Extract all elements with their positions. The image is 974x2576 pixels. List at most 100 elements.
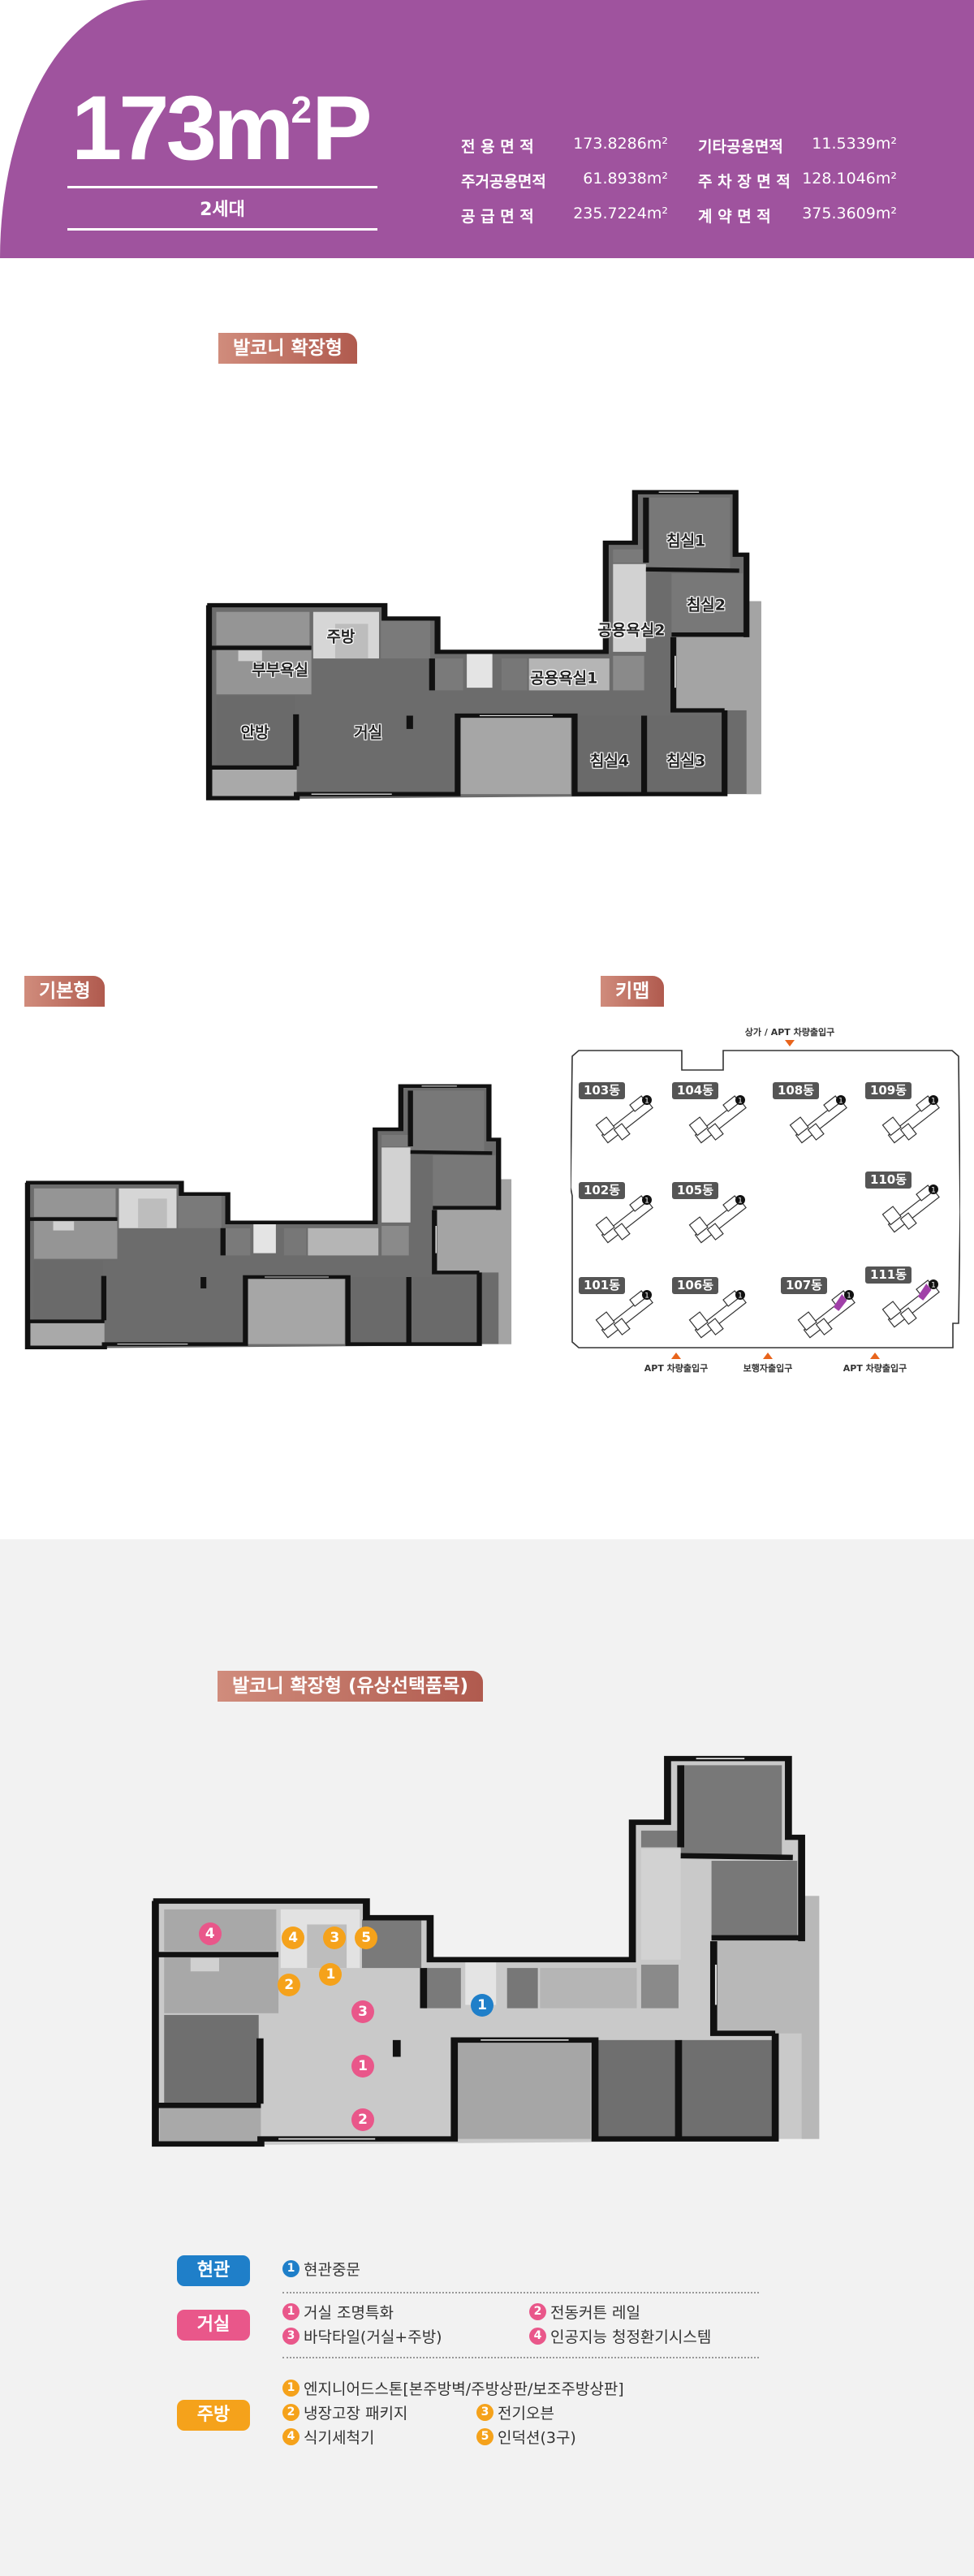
room-label: 침실4 xyxy=(589,752,630,770)
section-label-options: 발코니 확장형 (유상선택품목) xyxy=(218,1671,483,1702)
building-110동-icon: 1 xyxy=(875,1178,948,1239)
legend-item-text: 거실 조명특화 xyxy=(304,2304,394,2322)
room-label: 침실1 xyxy=(666,532,706,550)
building-badge[interactable]: 106동 xyxy=(672,1277,718,1294)
legend-category-living: 거실 xyxy=(177,2310,250,2341)
legend-item-text: 인공지능 청정환기시스템 xyxy=(550,2328,712,2346)
option-marker-kitchen: 5 xyxy=(355,1926,378,1949)
spec-label: 계 약 면 적 xyxy=(698,208,771,226)
number-badge-icon: 1 xyxy=(282,2260,300,2277)
header-banner xyxy=(0,0,974,258)
room-label: 침실3 xyxy=(666,752,706,770)
number-badge-icon: 1 xyxy=(282,2303,300,2320)
number-badge-icon: 3 xyxy=(282,2328,300,2345)
option-marker-living: 2 xyxy=(351,2108,375,2132)
building-badge[interactable]: 107동 xyxy=(781,1277,827,1294)
room-label: 주방 xyxy=(326,628,356,646)
unit-type-title: 173m2P xyxy=(71,77,373,179)
svg-text:1: 1 xyxy=(931,1282,936,1290)
svg-text:1: 1 xyxy=(738,1292,743,1301)
entrance-label-top: 상가 / APT 차량출입구 xyxy=(744,1027,835,1038)
room-label: 거실 xyxy=(354,723,383,742)
spec-value: 173.8286m² xyxy=(573,135,668,153)
building-badge[interactable]: 102동 xyxy=(579,1182,625,1199)
svg-text:1: 1 xyxy=(644,1098,649,1106)
room-label: 부부욕실 xyxy=(252,661,309,680)
building-badge[interactable]: 104동 xyxy=(672,1082,718,1099)
legend-category-kitchen: 주방 xyxy=(177,2400,250,2431)
number-badge-icon: 4 xyxy=(282,2428,300,2445)
svg-text:1: 1 xyxy=(931,1187,936,1195)
building-102동-icon: 1 xyxy=(588,1189,662,1249)
svg-text:1: 1 xyxy=(838,1098,843,1106)
building-badge[interactable]: 101동 xyxy=(579,1277,625,1294)
building-106동-icon: 1 xyxy=(682,1284,755,1344)
number-badge-icon: 2 xyxy=(282,2404,300,2421)
divider xyxy=(282,2357,759,2358)
divider xyxy=(67,228,377,231)
svg-text:1: 1 xyxy=(738,1098,743,1106)
building-104동-icon: 1 xyxy=(682,1089,755,1150)
divider xyxy=(282,2292,759,2293)
svg-text:1: 1 xyxy=(847,1292,851,1301)
spec-value: 11.5339m² xyxy=(812,135,897,153)
building-badge[interactable]: 103동 xyxy=(579,1082,625,1099)
spec-value: 375.3609m² xyxy=(802,205,897,222)
building-109동-icon: 1 xyxy=(875,1089,948,1150)
option-marker-kitchen: 3 xyxy=(323,1926,347,1949)
legend-item-text: 엔지니어드스톤[본주방벽/주방상판/보조주방상판] xyxy=(304,2380,624,2398)
number-badge-icon: 5 xyxy=(476,2428,493,2445)
spec-label: 공 급 면 적 xyxy=(461,208,534,226)
legend-item-text: 냉장고장 패키지 xyxy=(304,2405,408,2423)
spec-value: 128.1046m² xyxy=(802,170,897,188)
legend-category-entrance: 현관 xyxy=(177,2255,250,2286)
spec-row: 계 약 면 적 375.3609m² xyxy=(698,205,897,227)
building-badge[interactable]: 108동 xyxy=(773,1082,819,1099)
room-label: 공용욕실2 xyxy=(597,621,666,640)
option-marker-entrance: 1 xyxy=(471,1993,494,2017)
building-badge[interactable]: 109동 xyxy=(865,1082,912,1099)
spec-label: 전 용 면 적 xyxy=(461,138,534,156)
option-marker-kitchen: 1 xyxy=(319,1963,343,1987)
svg-text:1: 1 xyxy=(931,1098,936,1106)
spec-label: 주 차 장 면 적 xyxy=(698,173,791,191)
number-badge-icon: 4 xyxy=(529,2328,546,2345)
building-108동-icon: 1 xyxy=(782,1089,855,1150)
building-badge[interactable]: 105동 xyxy=(672,1182,718,1199)
option-marker-living: 1 xyxy=(351,2054,375,2078)
building-105동-icon: 1 xyxy=(682,1189,755,1249)
building-107동-icon: 1 xyxy=(791,1284,864,1344)
building-badge[interactable]: 110동 xyxy=(865,1171,912,1189)
entrance-arrow-icon xyxy=(763,1353,773,1359)
option-marker-kitchen: 4 xyxy=(282,1926,305,1949)
spec-row: 주 차 장 면 적 128.1046m² xyxy=(698,170,897,192)
number-badge-icon: 2 xyxy=(529,2303,546,2320)
room-label: 안방 xyxy=(240,723,269,742)
entrance-arrow-icon xyxy=(870,1353,880,1359)
spec-row: 기타공용면적 11.5339m² xyxy=(698,135,897,157)
legend-item-text: 현관중문 xyxy=(304,2261,360,2279)
option-marker-living: 4 xyxy=(198,1922,222,1945)
building-111동-icon: 1 xyxy=(875,1273,948,1334)
entrance-arrow-icon xyxy=(671,1353,681,1359)
divider xyxy=(67,186,377,188)
entrance-arrow-icon xyxy=(785,1040,795,1046)
spec-label: 주거공용면적 xyxy=(461,173,546,191)
building-badge[interactable]: 111동 xyxy=(865,1266,912,1284)
spec-label: 기타공용면적 xyxy=(698,138,783,156)
floor-plan-basic xyxy=(24,1084,513,1351)
legend-item-text: 전동커튼 레일 xyxy=(550,2304,640,2322)
